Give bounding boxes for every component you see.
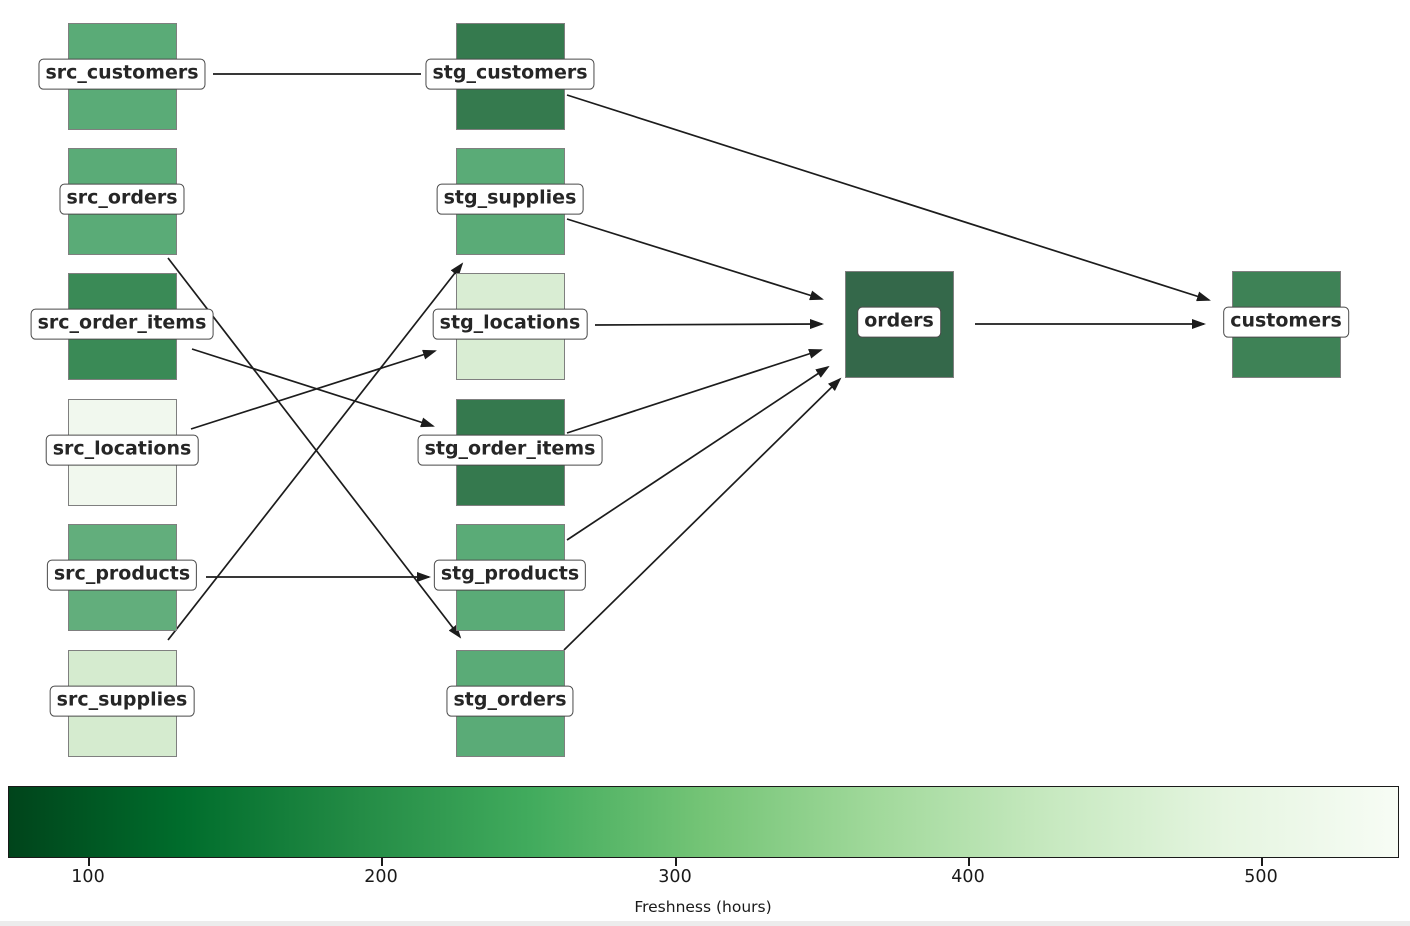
node-label-src_locations: src_locations <box>45 434 199 466</box>
freshness-colorbar <box>8 786 1399 858</box>
node-label-src_order_items: src_order_items <box>30 308 214 340</box>
edge-stg_order_items-to-orders <box>566 348 823 434</box>
colorbar-tick-100 <box>88 858 90 866</box>
edge-src_order_items-to-stg_order_items <box>191 348 435 428</box>
edge-src_orders-to-stg_orders <box>167 257 462 639</box>
colorbar-axis-label: Freshness (hours) <box>634 898 772 916</box>
colorbar-tick-label-400: 400 <box>951 867 985 887</box>
node-label-orders: orders <box>857 306 941 338</box>
node-label-src_customers: src_customers <box>38 58 206 90</box>
colorbar-tick-label-100: 100 <box>71 867 105 887</box>
colorbar-tick-500 <box>1261 858 1263 866</box>
node-label-stg_order_items: stg_order_items <box>417 434 603 466</box>
edge-stg_orders-to-orders <box>563 377 842 651</box>
edge-stg_locations-to-orders <box>594 319 824 330</box>
node-label-src_supplies: src_supplies <box>49 685 195 717</box>
edge-stg_supplies-to-orders <box>566 218 824 301</box>
node-label-src_products: src_products <box>46 559 198 591</box>
window-edge-strip <box>0 921 1410 926</box>
colorbar-tick-300 <box>675 858 677 866</box>
colorbar-tick-400 <box>968 858 970 866</box>
colorbar-tick-label-500: 500 <box>1244 867 1278 887</box>
edge-src_supplies-to-stg_supplies <box>167 262 464 641</box>
edges-group <box>167 73 1211 651</box>
colorbar-tick-label-300: 300 <box>658 867 692 887</box>
colorbar-tick-200 <box>381 858 383 866</box>
edge-stg_customers-to-customers <box>566 94 1211 302</box>
node-label-stg_locations: stg_locations <box>432 308 588 340</box>
node-label-stg_orders: stg_orders <box>446 685 574 717</box>
node-label-stg_customers: stg_customers <box>425 58 595 90</box>
edge-stg_products-to-orders <box>566 365 830 541</box>
node-label-customers: customers <box>1223 306 1349 338</box>
colorbar-tick-label-200: 200 <box>364 867 398 887</box>
edge-src_locations-to-stg_locations <box>190 349 437 430</box>
node-label-stg_products: stg_products <box>433 559 587 591</box>
node-label-src_orders: src_orders <box>59 183 185 215</box>
node-label-stg_supplies: stg_supplies <box>436 183 584 215</box>
